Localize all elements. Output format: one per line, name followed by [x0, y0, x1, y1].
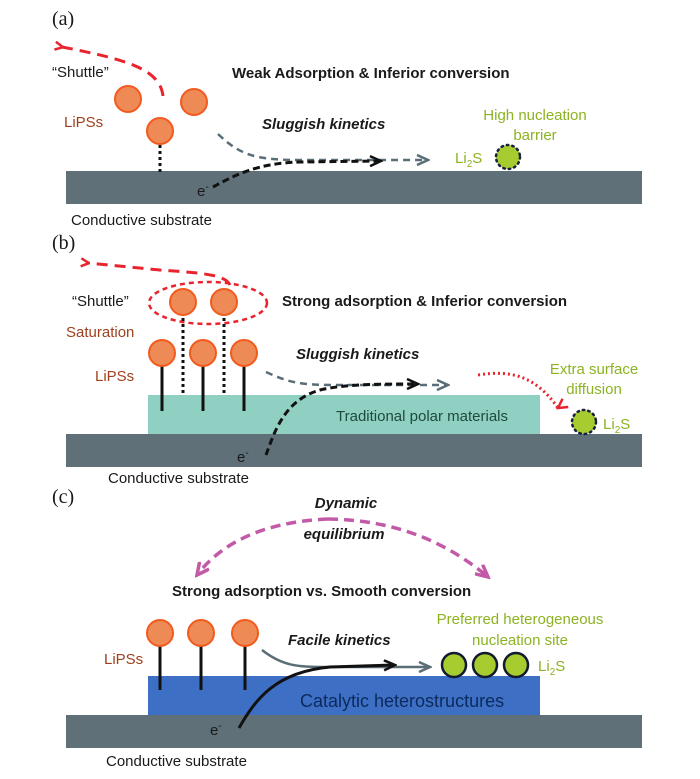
- lips-molecule: [189, 339, 217, 367]
- lips-label-b: LiPSs: [95, 368, 134, 385]
- saturation-label-b: Saturation: [66, 324, 134, 341]
- electron-path-b: [264, 384, 418, 456]
- kinetics-arrow-a: [217, 133, 428, 160]
- lips-molecule: [180, 88, 208, 116]
- lips-label-a: LiPSs: [64, 114, 103, 131]
- lips-label-c: LiPSs: [104, 651, 143, 668]
- conductive-substrate-b: [66, 434, 642, 467]
- li2s-particle: [502, 651, 530, 679]
- lips-molecule: [231, 619, 259, 647]
- panel-b: (b) “Shuttle” Strong adsorption & Inferi…: [52, 232, 642, 487]
- li2s-label-a: Li2S: [455, 150, 482, 170]
- lips-molecule: [146, 619, 174, 647]
- shuttle-ellipse-b: [147, 280, 269, 326]
- li2s-particle: [471, 651, 499, 679]
- kinetics-arrow-b: [265, 370, 448, 385]
- electron-path-a: [212, 161, 381, 189]
- shuttle-label-a: “Shuttle”: [52, 64, 109, 81]
- shuttle-label-b: “Shuttle”: [72, 293, 129, 310]
- lips-molecule: [148, 339, 176, 367]
- note-line2-b: diffusion: [566, 381, 622, 398]
- equilibrium-arrow-left: [197, 517, 329, 575]
- li2s-particle: [440, 651, 468, 679]
- catalytic-layer-label: Catalytic heterostructures: [300, 691, 504, 711]
- note-line2-a: barrier: [513, 127, 556, 144]
- li2s-label-b: Li2S: [603, 416, 630, 436]
- electron-label-a: e-: [197, 182, 209, 200]
- panel-title-c: Strong adsorption vs. Smooth conversion: [172, 583, 471, 600]
- conductive-substrate-a: [66, 171, 642, 204]
- panel-label-c: (c): [52, 486, 74, 508]
- shuttle-arrow-b: [88, 263, 232, 286]
- kinetics-label-c: Facile kinetics: [288, 632, 391, 649]
- substrate-label-b: Conductive substrate: [108, 470, 249, 487]
- note-line1-c: Preferred heterogeneous: [437, 611, 604, 628]
- lips-molecule: [114, 85, 142, 113]
- panel-title-b: Strong adsorption & Inferior conversion: [282, 293, 567, 310]
- li2s-label-c: Li2S: [538, 658, 565, 678]
- lips-molecule: [230, 339, 258, 367]
- lips-molecule: [187, 619, 215, 647]
- shuttle-arrow-a: [62, 47, 165, 97]
- lips-molecule: [146, 117, 174, 145]
- kinetics-label-b: Sluggish kinetics: [296, 346, 419, 363]
- lips-molecule: [169, 288, 197, 316]
- electron-path-c: [237, 665, 395, 729]
- note-line1-b: Extra surface: [550, 361, 638, 378]
- substrate-label-c: Conductive substrate: [106, 753, 247, 770]
- electron-label-b: e-: [237, 448, 249, 466]
- panel-label-a: (a): [52, 8, 74, 30]
- note-line1-a: High nucleation: [483, 107, 586, 124]
- kinetics-label-a: Sluggish kinetics: [262, 116, 385, 133]
- panel-a: (a) “Shuttle” Weak Adsorption & Inferior…: [52, 8, 642, 229]
- lips-molecule: [210, 288, 238, 316]
- equilibrium-line1: Dynamic: [315, 495, 378, 512]
- panel-title-a: Weak Adsorption & Inferior conversion: [232, 65, 510, 82]
- panel-c: (c) Dynamic equilibrium Strong adsorptio…: [52, 486, 642, 770]
- equilibrium-line2: equilibrium: [304, 526, 385, 543]
- surface-diffusion-arrow: [477, 371, 558, 408]
- substrate-label-a: Conductive substrate: [71, 212, 212, 229]
- conductive-substrate-c: [66, 715, 642, 748]
- equilibrium-arrow-right: [327, 517, 488, 577]
- note-line2-c: nucleation site: [472, 632, 568, 649]
- kinetics-arrow-c: [261, 649, 430, 667]
- panel-label-b: (b): [52, 232, 75, 254]
- electron-label-c: e-: [210, 721, 222, 739]
- li2s-particle: [494, 143, 522, 171]
- polar-layer-label: Traditional polar materials: [336, 408, 508, 425]
- li2s-particle: [570, 408, 598, 436]
- catalytic-heterostructure-layer: [148, 676, 540, 715]
- polar-material-layer: [148, 395, 540, 434]
